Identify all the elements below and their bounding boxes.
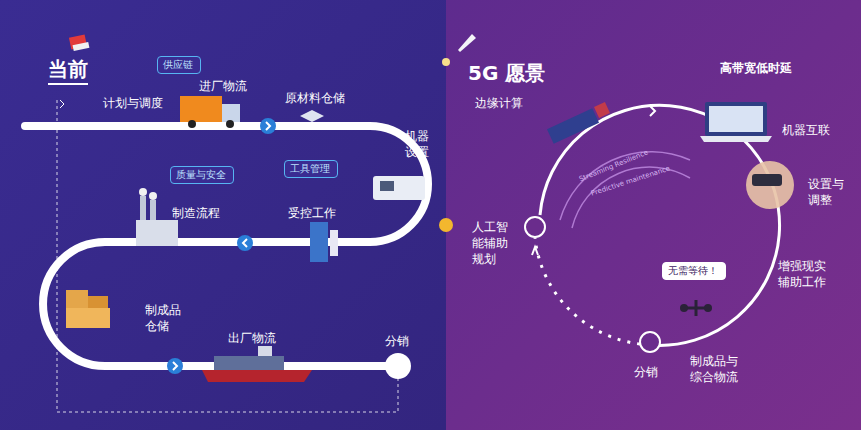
step-label: 当前 [48,56,88,85]
step-label: 制成品与 综合物流 [690,353,746,385]
step-label: 机器互联 [782,122,830,138]
step-label: 设置与 调整 [808,176,852,208]
step-label: 出厂物流 [228,330,276,346]
tag-text: 供应链 [163,59,193,70]
step-label: 制成品 仓储 [145,302,189,334]
step-label: 进厂物流 [199,78,247,94]
step-label: 计划与调度 [103,95,163,111]
tag-box: 质量与安全 [170,166,234,184]
tag-text: 工具管理 [290,163,330,174]
step-label: 分销 [385,333,409,349]
step-label: 高带宽低时延 [720,60,792,76]
step-label: 增强现实 辅助工作 [778,258,834,290]
tag-box: 供应链 [157,56,201,74]
tag-box: 无需等待！ [662,262,726,280]
tag-text: 质量与安全 [176,169,226,180]
step-label: 机器 设置 [405,128,435,160]
step-label: 边缘计算 [475,95,523,111]
step-label: 原材料仓储 [285,90,345,106]
step-label: 分销 [634,364,658,380]
tag-box: 工具管理 [284,160,338,178]
step-label: 制造流程 [172,205,220,221]
tag-text: 无需等待！ [668,265,718,276]
step-label: 受控工作 [288,205,336,221]
step-label: 5G 愿景 [468,60,545,87]
step-label: 人工智 能辅助 规划 [472,219,516,268]
